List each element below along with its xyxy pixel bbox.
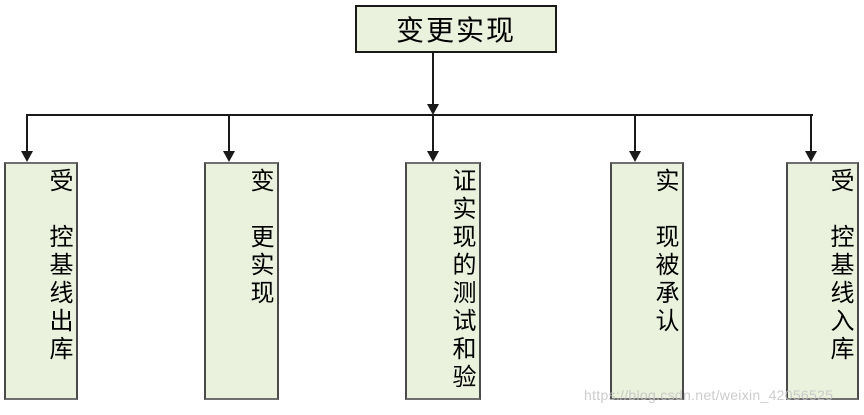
arrow-down-icon: [629, 151, 641, 162]
arrow-down-icon: [21, 151, 33, 162]
connector-drop-3: [432, 116, 434, 151]
node-implementation-test-and-verification: 证实现的测试和验: [405, 162, 481, 400]
connector-drop-4: [634, 116, 636, 151]
node-change-implementation: 变 更实现: [204, 162, 279, 400]
arrow-down-icon: [223, 151, 235, 162]
connector-root-stem: [432, 53, 434, 105]
node-label: 变 更实现: [246, 168, 273, 308]
node-label: 受 控基线入库: [826, 168, 853, 364]
node-label: 受 控基线出库: [45, 168, 72, 364]
node-change-implementation-root: 变更实现: [355, 5, 557, 53]
connector-horizontal-bus: [26, 114, 813, 116]
connector-drop-1: [26, 116, 28, 151]
node-controlled-baseline-checkin: 受 控基线入库: [786, 162, 859, 400]
node-controlled-baseline-checkout: 受 控基线出库: [4, 162, 78, 400]
node-label: 实 现被承认: [651, 168, 678, 336]
arrow-down-icon: [427, 151, 439, 162]
connector-drop-5: [810, 116, 812, 151]
node-label: 证实现的测试和验: [448, 168, 475, 392]
connector-drop-2: [228, 116, 230, 151]
watermark-text: https://blog.csdn.net/weixin_42056525: [584, 387, 834, 403]
root-node-label: 变更实现: [395, 15, 516, 46]
arrow-down-icon: [427, 104, 439, 115]
arrow-down-icon: [805, 151, 817, 162]
node-implementation-acknowledged: 实 现被承认: [610, 162, 684, 400]
